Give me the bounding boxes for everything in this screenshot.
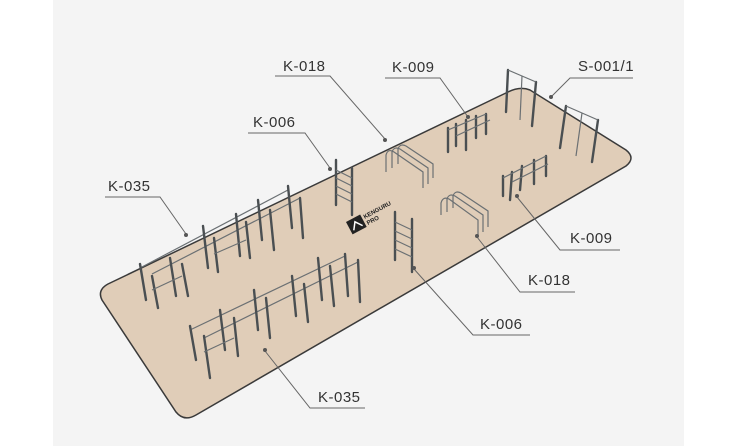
label-k006-top: K-006 (248, 114, 332, 171)
equipment-k018-top (385, 144, 434, 188)
svg-text:K-018: K-018 (283, 58, 326, 75)
equipment-k009-top (446, 112, 491, 154)
equipment-k035-bottom (188, 252, 362, 380)
equipment-k009-right (501, 154, 549, 202)
equipment-k006-bottom (393, 210, 414, 274)
equipment-k006-top (334, 158, 354, 217)
svg-text:K-018: K-018 (528, 272, 571, 289)
label-k009-right: K-009 (515, 194, 620, 251)
platform (99, 87, 632, 419)
equipment-k035-top (138, 184, 305, 310)
label-s001: S-001/1 (549, 58, 634, 99)
label-k009-top: K-009 (385, 59, 470, 119)
label-k035-bottom: K-035 (263, 348, 365, 409)
svg-text:PRO: PRO (366, 215, 381, 227)
label-k035-top: K-035 (105, 178, 188, 237)
label-k006-bottom: K-006 (412, 266, 530, 336)
svg-text:K-009: K-009 (570, 230, 613, 247)
svg-text:K-035: K-035 (108, 178, 151, 195)
svg-text:K-035: K-035 (318, 389, 361, 406)
equipment-k018-right (440, 191, 489, 236)
label-k018-top: K-018 (275, 58, 387, 142)
svg-text:K-006: K-006 (253, 114, 296, 131)
equipment-s001 (504, 68, 600, 164)
svg-text:K-009: K-009 (392, 59, 435, 76)
svg-text:S-001/1: S-001/1 (578, 58, 634, 75)
label-k018-right: K-018 (475, 234, 575, 293)
svg-text:K-006: K-006 (480, 316, 523, 333)
